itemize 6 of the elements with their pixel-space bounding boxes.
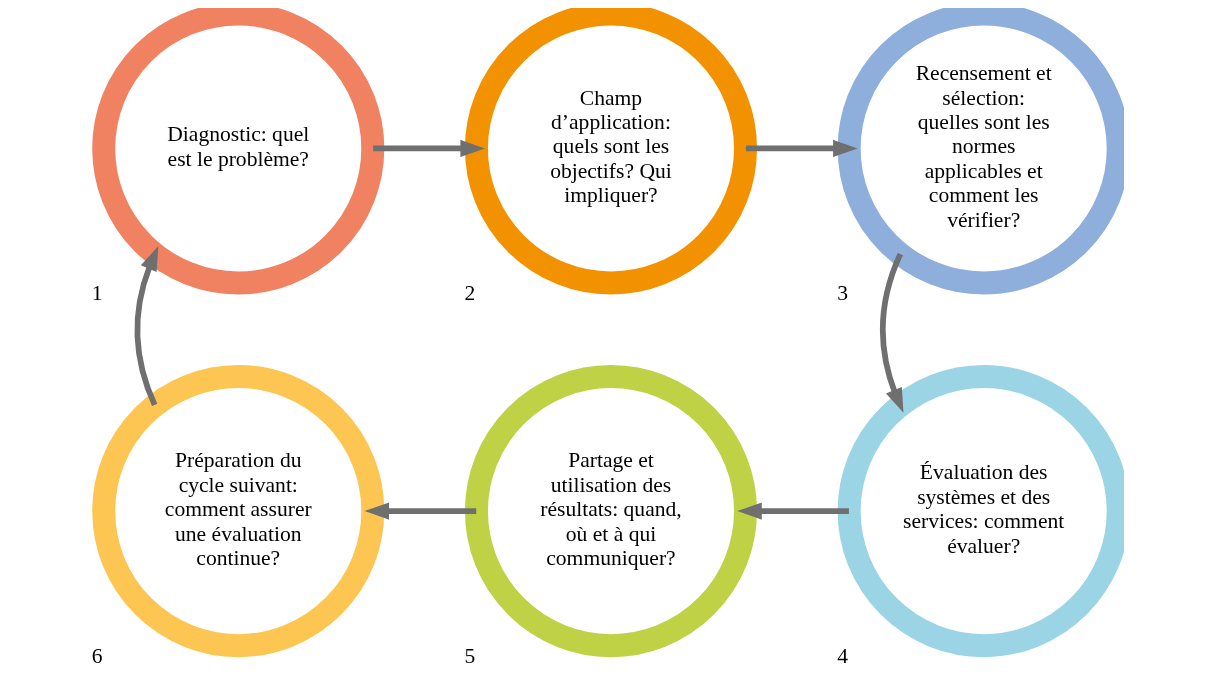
arrow [134,246,158,406]
arrow [736,502,849,520]
arrow [879,253,903,413]
arrow [745,139,858,158]
arrow [364,502,476,520]
arrow [372,139,485,158]
